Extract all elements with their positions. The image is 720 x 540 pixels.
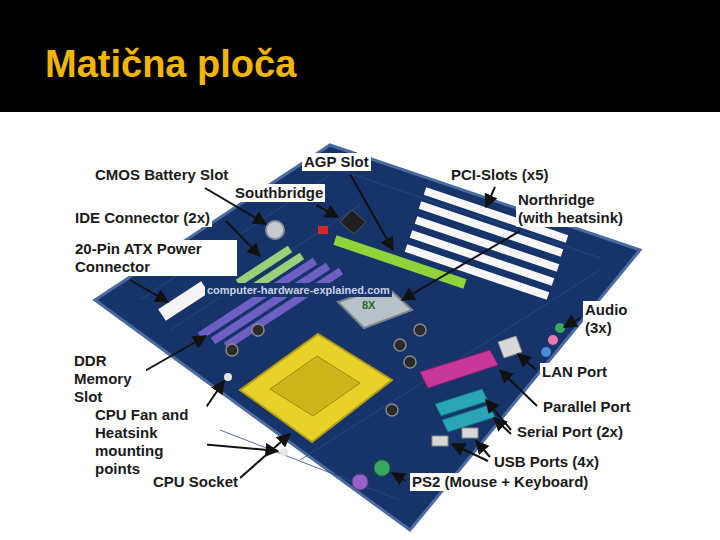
chip-marking: 8X xyxy=(360,298,377,312)
part-label: Serial Port (2x) xyxy=(515,423,625,441)
part-label: PCI-Slots (x5) xyxy=(449,166,551,184)
circuit-board xyxy=(95,145,640,530)
part-label: AGP Slot xyxy=(302,153,371,171)
part-label: DDR Memory Slot xyxy=(72,352,146,406)
mounting-hole xyxy=(280,448,288,456)
cmos-battery xyxy=(266,221,284,239)
jumper xyxy=(318,226,328,234)
part-label: LAN Port xyxy=(540,363,609,381)
cpu-socket xyxy=(240,334,392,442)
part-label: Northridge (with heatsink) xyxy=(516,191,634,227)
slide-title: Matična ploča xyxy=(45,42,296,86)
southbridge-chip xyxy=(340,210,366,234)
part-label: 20-Pin ATX Power Connector xyxy=(73,240,237,276)
part-label: USB Ports (4x) xyxy=(492,453,601,471)
part-label: Parallel Port xyxy=(541,398,633,416)
part-label: CPU Socket xyxy=(151,473,240,491)
mounting-hole xyxy=(224,373,232,381)
part-label: IDE Connector (2x) xyxy=(73,209,212,227)
socket-pin-grid xyxy=(270,356,360,416)
part-label: CMOS Battery Slot xyxy=(93,166,230,184)
watermark: computer-hardware-explained.com xyxy=(205,283,392,297)
part-label: Southbridge xyxy=(233,184,325,202)
part-label: CPU Fan and Heatsink mounting points xyxy=(93,406,207,478)
part-label: Audio (3x) xyxy=(583,301,647,337)
atx-power-connector xyxy=(162,287,205,315)
part-label: PS2 (Mouse + Keyboard) xyxy=(410,473,590,491)
capacitors xyxy=(226,324,426,416)
